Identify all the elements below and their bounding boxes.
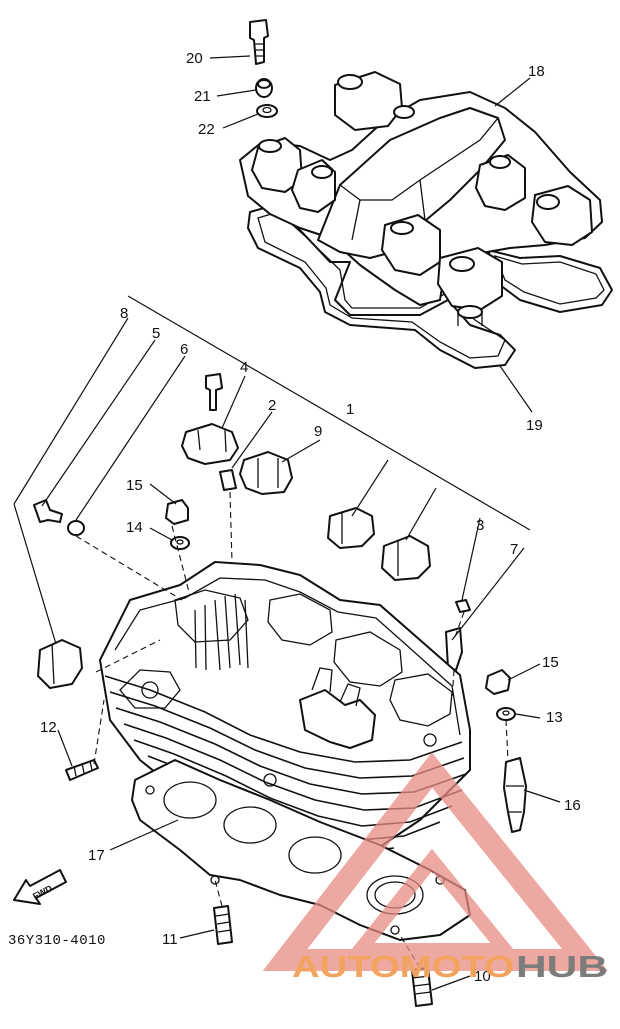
cylinder-head-cover: [239, 71, 613, 369]
label-21: 21: [194, 88, 211, 105]
label-8: 8: [120, 305, 128, 322]
watermark-text-grey: HUB: [516, 949, 608, 984]
label-22: 22: [198, 121, 215, 138]
label-14: 14: [126, 519, 143, 536]
label-15-right: 15: [542, 654, 559, 671]
label-11: 11: [162, 931, 178, 948]
watermark-text: AUTOMOTO HUB: [292, 949, 608, 984]
cover-gasket-right: [487, 249, 613, 313]
bolt-washer: [256, 104, 278, 118]
cover-bolt-assembly: [249, 19, 278, 118]
label-7: 7: [510, 541, 518, 558]
cam-caps: [33, 373, 527, 1007]
label-9: 9: [314, 423, 322, 440]
label-17: 17: [88, 847, 105, 864]
label-6: 6: [180, 341, 188, 358]
cover-bolt: [249, 19, 269, 65]
label-4: 4: [240, 359, 248, 376]
leader-lines: [13, 55, 561, 991]
label-10: 10: [474, 968, 491, 985]
label-15-left: 15: [126, 477, 143, 494]
label-5: 5: [152, 325, 160, 342]
label-18: 18: [528, 63, 545, 80]
forward-arrow-icon: FWD: [13, 869, 67, 905]
label-12: 12: [40, 719, 57, 736]
label-13: 13: [546, 709, 563, 726]
label-3: 3: [476, 517, 484, 534]
watermark-text-orange: AUTOMOTO: [292, 949, 514, 984]
part-labels: 20 21 22 18 19 8 5 6 4 2 1 9 3 7 15 14 1…: [8, 50, 581, 985]
label-20: 20: [186, 50, 203, 67]
label-1: 1: [346, 401, 354, 418]
watermark-logo: [262, 752, 608, 971]
label-19: 19: [526, 417, 543, 434]
label-16: 16: [564, 797, 581, 814]
diagram-code: 36Y310-4010: [8, 933, 106, 949]
label-2: 2: [268, 397, 276, 414]
